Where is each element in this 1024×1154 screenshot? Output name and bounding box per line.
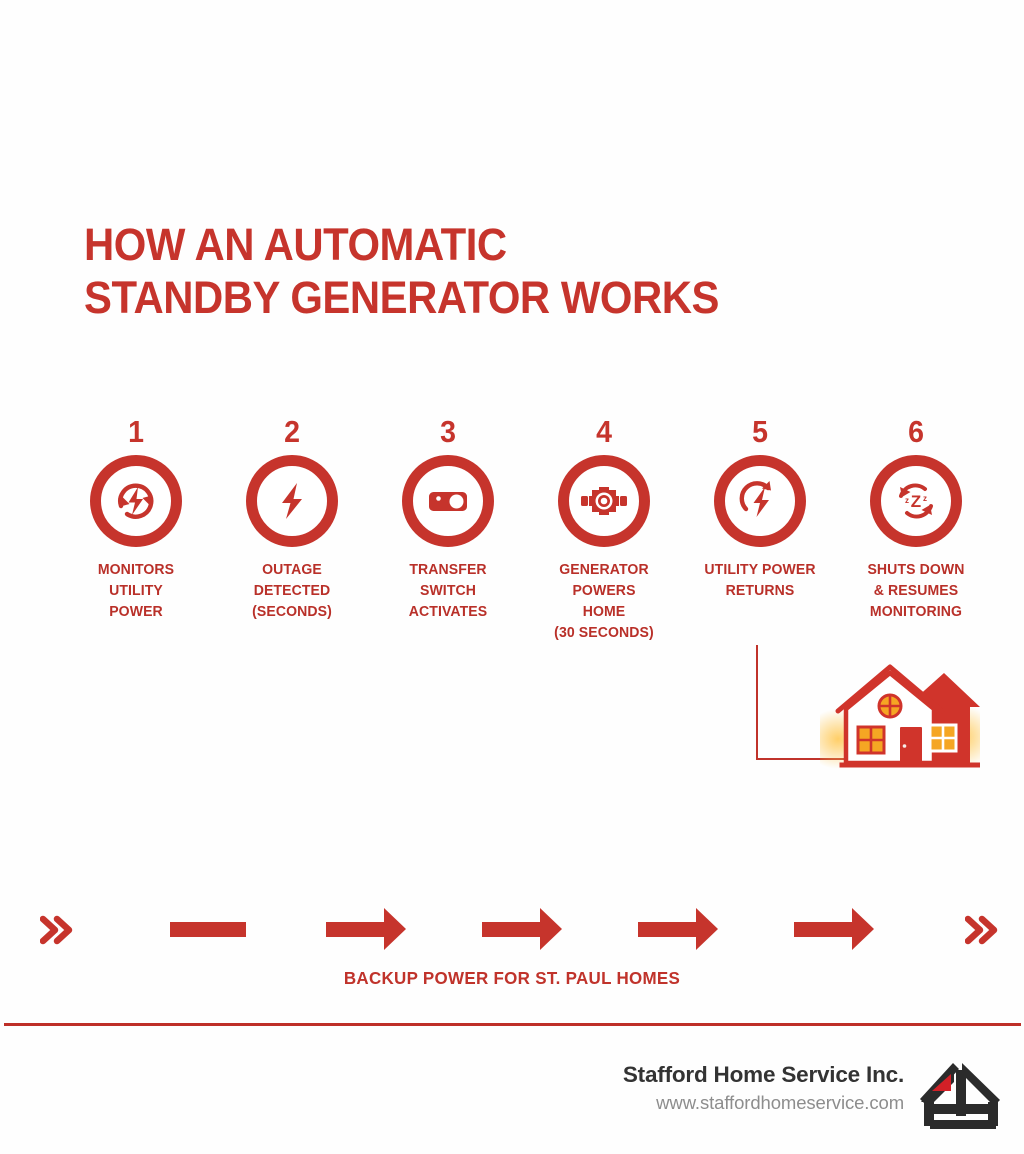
step-icon-circle: Z z z	[870, 455, 962, 547]
flow-step-1[interactable]: 1 MONITORS UTILITY POWER	[56, 415, 216, 623]
step-label: SHUTS DOWN & RESUMES MONITORING	[867, 562, 965, 620]
step-number: 1	[128, 414, 144, 449]
step-number: 5	[752, 414, 768, 449]
lightning-bolt-icon	[282, 483, 302, 519]
connector-arrow-2-3	[384, 908, 406, 950]
flow-step-3[interactable]: 3 TRANSFER SWITCH ACTIVATES	[368, 415, 528, 623]
step-label: TRANSFER SWITCH ACTIVATES	[408, 562, 488, 620]
svg-text:z: z	[923, 494, 927, 503]
step-number: 4	[596, 414, 612, 449]
connector-1-2	[170, 922, 246, 937]
footer-divider	[4, 1023, 1021, 1026]
refresh-bolt-icon	[118, 483, 154, 519]
stafford-house-logo	[920, 1063, 1000, 1129]
house-icon	[820, 664, 980, 769]
process-flow: 1 MONITORS UTILITY POWER 2	[0, 415, 1024, 950]
connector-3-4	[482, 922, 542, 937]
step-icon-circle	[558, 455, 650, 547]
connector-5-6	[794, 922, 854, 937]
step-icon-circle	[402, 455, 494, 547]
return-bolt-icon	[739, 481, 771, 517]
toggle-switch-icon	[429, 492, 467, 511]
company-url[interactable]: www.staffordhomeservice.com	[656, 1092, 904, 1113]
step-icon-circle	[246, 455, 338, 547]
flow-step-4[interactable]: 4 GENERATOR POWERS HOME (30 SECONDS)	[524, 415, 684, 644]
step-label: OUTAGE DETECTED (SECONDS)	[252, 562, 332, 620]
step-number: 3	[440, 414, 456, 449]
connector-arrow-4-5	[696, 908, 718, 950]
page-title: HOW AN AUTOMATIC STANDBY GENERATOR WORKS	[84, 219, 719, 323]
step-icon-circle	[714, 455, 806, 547]
generator-engine-icon	[581, 487, 627, 515]
step-label: MONITORS UTILITY POWER	[97, 562, 175, 620]
step-number: 6	[908, 414, 924, 449]
step-number: 2	[284, 414, 300, 449]
chevrons-right-icon	[40, 915, 73, 945]
company-name: Stafford Home Service Inc.	[622, 1062, 904, 1087]
svg-text:Z: Z	[911, 492, 921, 511]
connector-2-3	[326, 922, 386, 937]
flow-step-6[interactable]: 6 Z z z SHUTS DOWN & RESUMES MONITORING	[836, 415, 996, 623]
svg-text:z: z	[905, 496, 909, 505]
step-label: UTILITY POWER RETURNS	[704, 562, 816, 599]
chevrons-right-icon	[965, 915, 998, 945]
flow-step-2[interactable]: 2 OUTAGE DETECTED (SECONDS)	[212, 415, 372, 623]
footer-text-block: Stafford Home Service Inc. www.staffordh…	[623, 1060, 904, 1116]
connector-arrow-5-6	[852, 908, 874, 950]
step-label: GENERATOR POWERS HOME (30 SECONDS)	[554, 562, 654, 641]
tagline: BACKUP POWER FOR ST. PAUL HOMES	[343, 968, 681, 988]
flow-step-5[interactable]: 5 UTILITY POWER RETURNS	[680, 415, 840, 602]
footer: Stafford Home Service Inc. www.staffordh…	[0, 1052, 1024, 1154]
sleep-cycle-icon: Z z z	[899, 483, 933, 519]
powered-house-illustration	[745, 645, 1005, 775]
connector-4-5	[638, 922, 698, 937]
connector-arrow-3-4	[540, 908, 562, 950]
step-icon-circle	[90, 455, 182, 547]
